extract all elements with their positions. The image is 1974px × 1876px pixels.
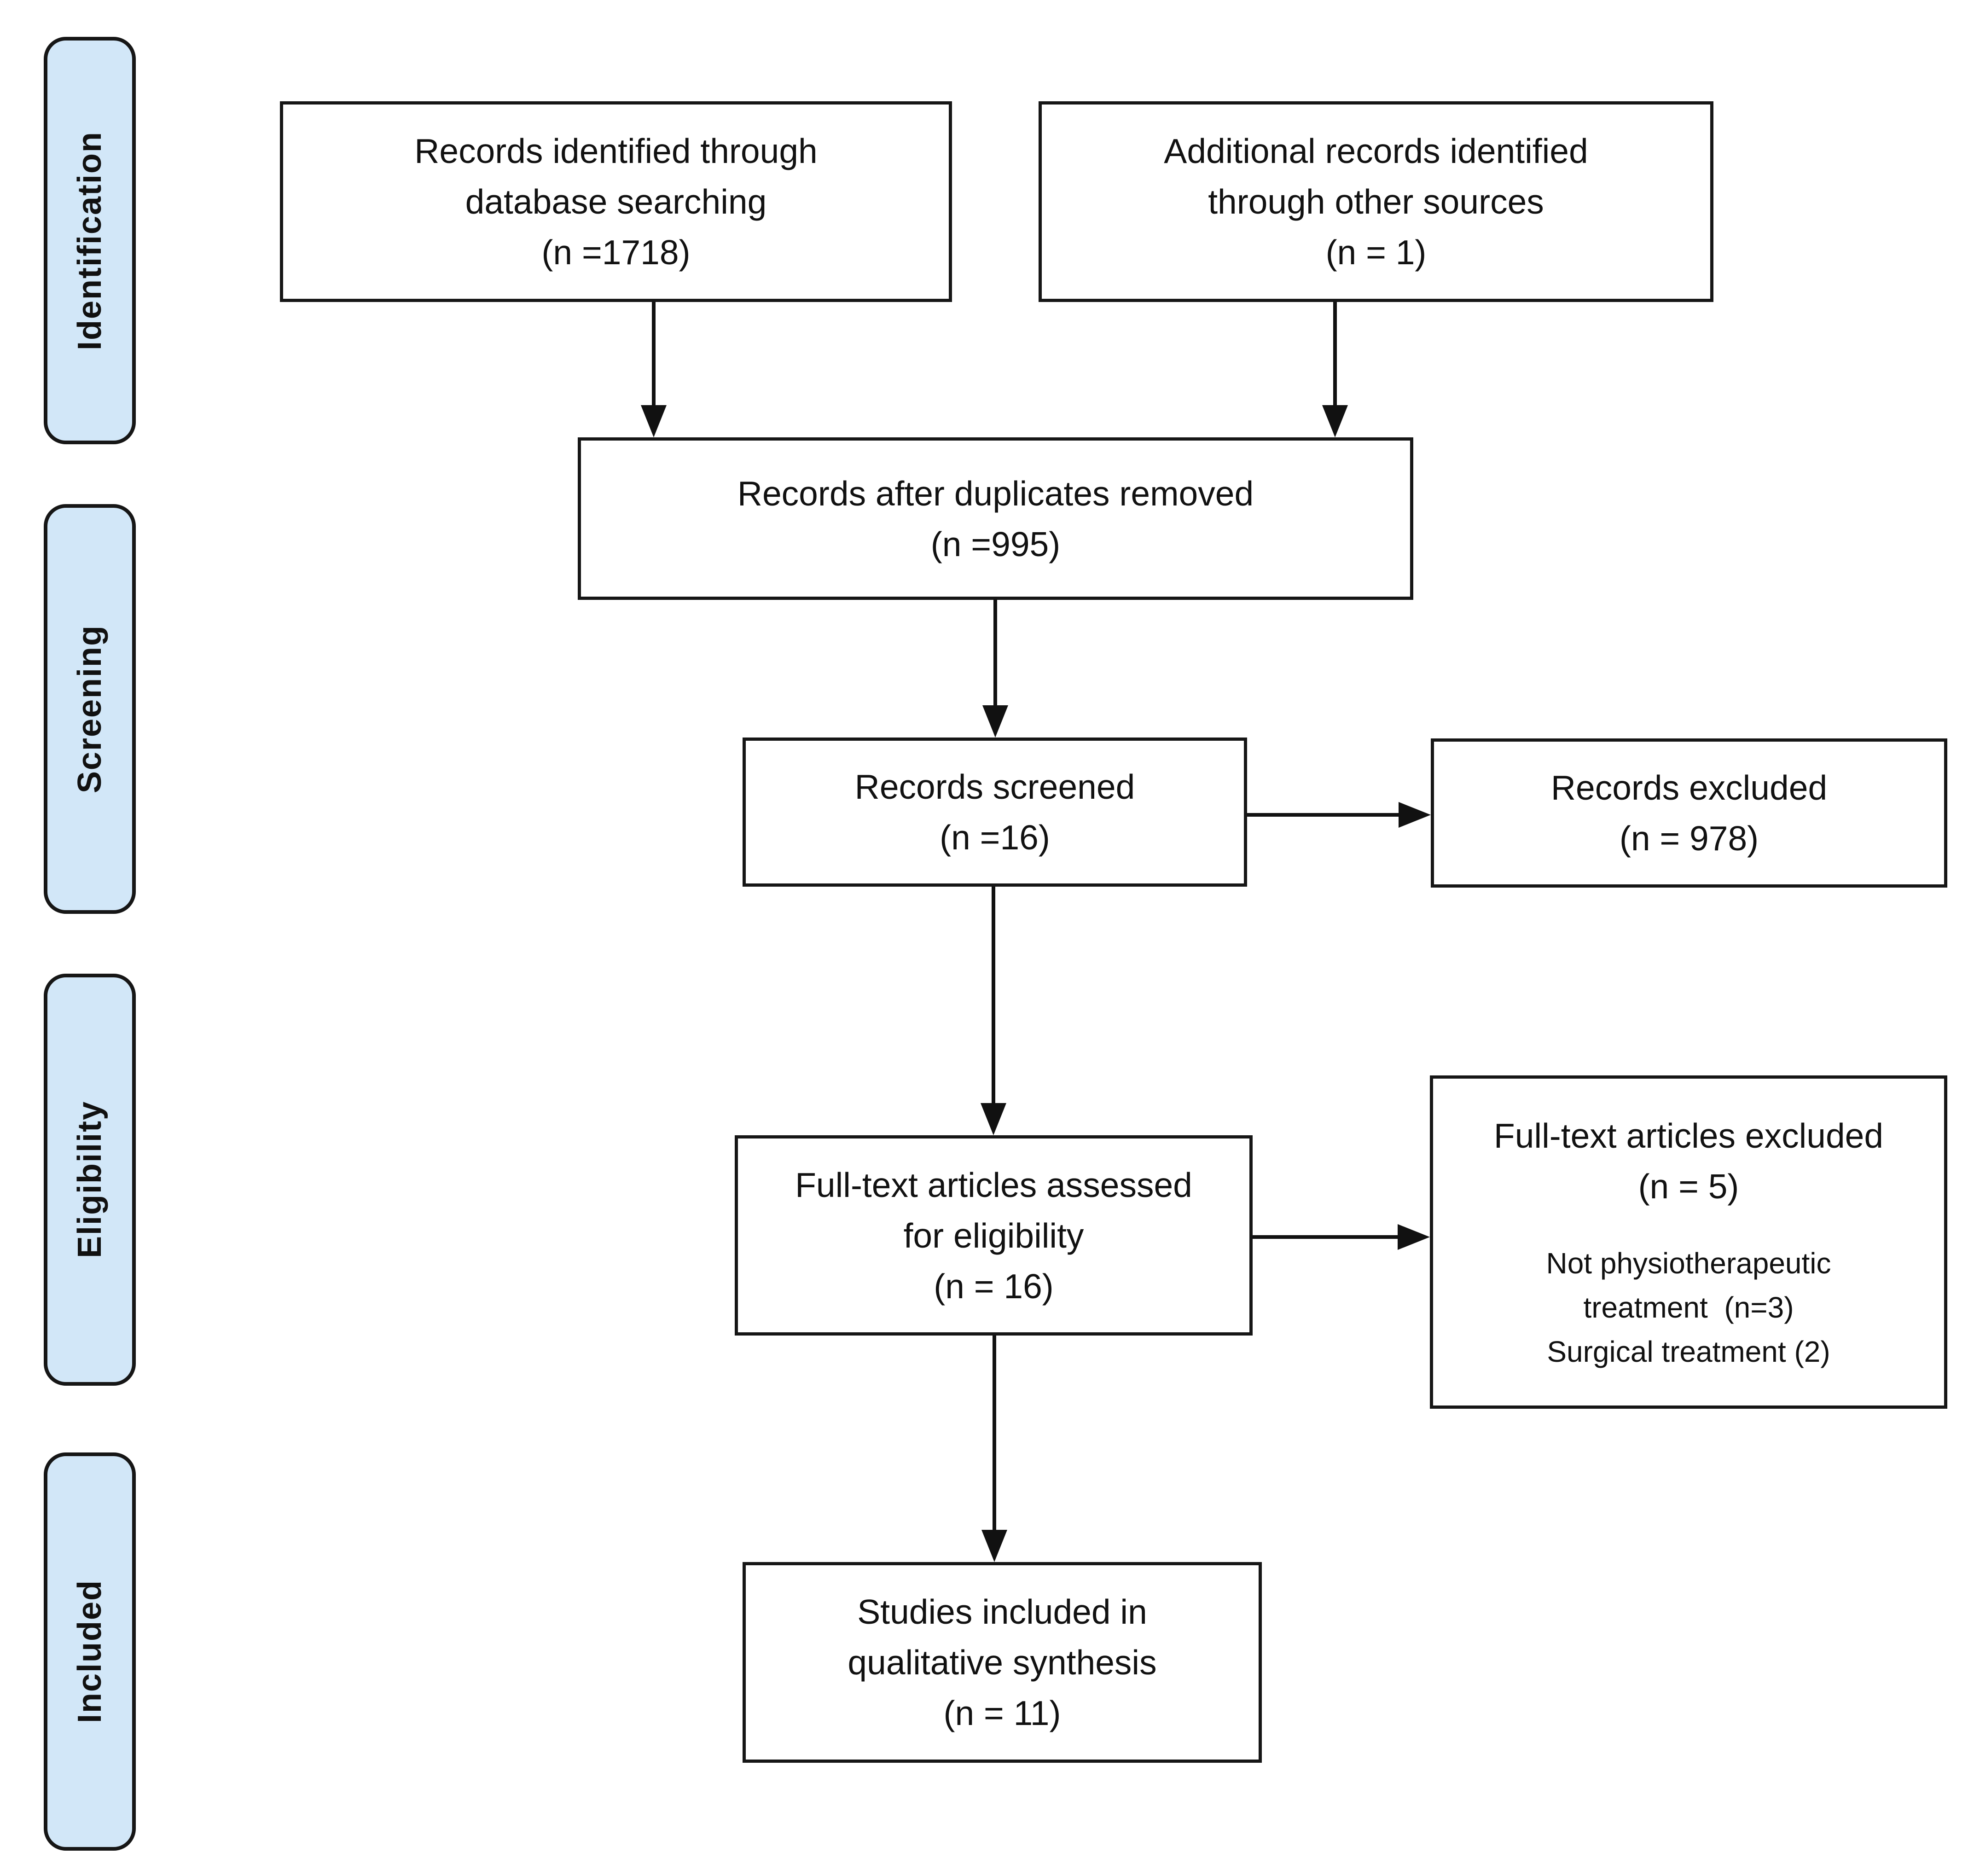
exclusion-reason: Not physiotherapeutic [1546, 1247, 1831, 1280]
box-line: Records screened [854, 767, 1135, 806]
box-count: (n =1718) [541, 233, 691, 272]
flow-box-records-identified: Records identified through database sear… [280, 101, 952, 302]
flow-box-records-screened: Records screened (n =16) [743, 738, 1247, 887]
flow-box-fulltext-assessed: Full-text articles assessed for eligibil… [735, 1135, 1253, 1336]
box-count: (n = 11) [943, 1694, 1061, 1732]
exclusion-reason: treatment (n=3) [1583, 1291, 1794, 1324]
box-line: Additional records identified [1164, 132, 1588, 170]
flow-box-additional-records: Additional records identified through ot… [1039, 101, 1713, 302]
flow-box-duplicates-removed: Records after duplicates removed (n =995… [578, 437, 1413, 600]
flow-box-studies-included: Studies included in qualitative synthesi… [743, 1562, 1262, 1763]
box-count: (n = 1) [1325, 233, 1427, 272]
box-count: (n = 16) [934, 1266, 1054, 1306]
box-line: Studies included in [857, 1592, 1147, 1631]
box-line: Full-text articles excluded [1493, 1116, 1884, 1155]
stage-band-identification: Identification [44, 37, 136, 444]
box-line: Records after duplicates removed [737, 474, 1254, 513]
stage-label-eligibility: Eligibility [71, 1101, 108, 1259]
stage-band-included: Included [44, 1452, 136, 1851]
stage-label-included: Included [71, 1580, 108, 1724]
box-line: through other sources [1208, 182, 1544, 221]
box-line: for eligibility [903, 1216, 1084, 1255]
flow-box-fulltext-excluded: Full-text articles excluded (n = 5) Not … [1430, 1075, 1947, 1409]
box-line: database searching [465, 182, 767, 221]
box-count: (n = 978) [1619, 819, 1759, 858]
box-count: (n =995) [930, 524, 1061, 563]
exclusion-reason: Surgical treatment (2) [1547, 1335, 1830, 1368]
flow-box-records-excluded: Records excluded (n = 978) [1431, 738, 1947, 888]
stage-band-eligibility: Eligibility [44, 974, 136, 1386]
box-line: qualitative synthesis [848, 1643, 1157, 1682]
box-count: (n =16) [940, 818, 1050, 857]
box-line: Records excluded [1550, 768, 1828, 807]
stage-band-screening: Screening [44, 504, 136, 914]
box-line: Records identified through [414, 132, 818, 170]
box-count: (n = 5) [1638, 1167, 1739, 1206]
stage-label-screening: Screening [71, 624, 108, 794]
stage-label-identification: Identification [71, 131, 108, 350]
box-line: Full-text articles assessed [795, 1165, 1192, 1204]
